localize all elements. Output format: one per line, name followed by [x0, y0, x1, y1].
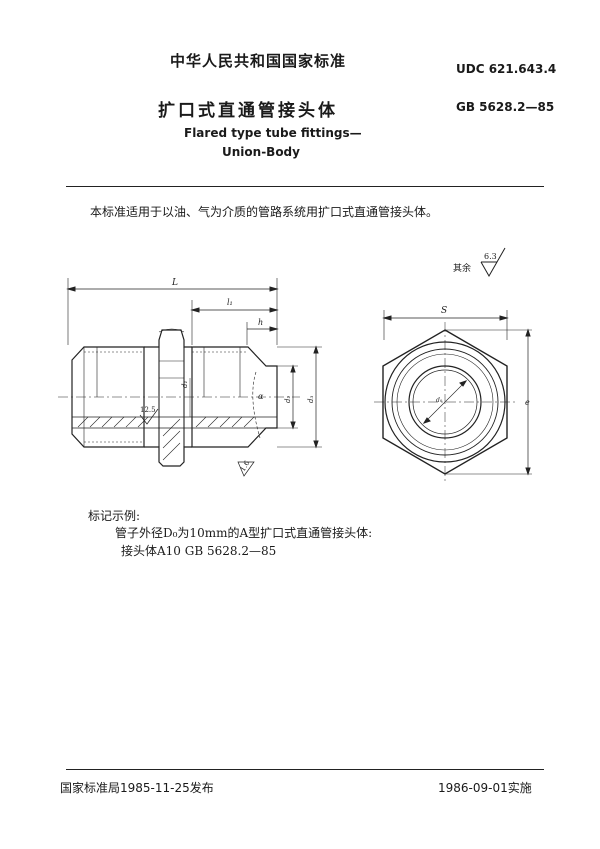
dim-e-label: e — [525, 398, 530, 407]
gb-code: GB 5628.2—85 — [456, 100, 555, 114]
roughness-1-6-label: 1.6 — [239, 459, 252, 473]
issue-date: 国家标准局1985-11-25发布 — [60, 781, 214, 795]
dim-h-label: h — [258, 318, 263, 327]
roughness-12-5-icon — [139, 408, 159, 425]
surface-rest-value: 6.3 — [484, 252, 497, 261]
roughness-12-5-label: 12.5 — [140, 406, 156, 414]
dim-d1-label: d₁ — [181, 381, 189, 388]
footer-rule — [66, 769, 544, 770]
surface-rest-label: 其余 — [453, 262, 471, 274]
roughness-symbol-icon — [480, 247, 506, 278]
scope-text: 本标准适用于以油、气为介质的管路系统用扩口式直通管接头体。 — [90, 205, 439, 219]
header-rule — [66, 186, 544, 187]
dim-d0-label: d₀ — [436, 397, 443, 404]
document-title-en-line2: Union-Body — [222, 145, 300, 159]
side-view: L l₁ h — [58, 278, 322, 477]
document-title-cn: 扩口式直通管接头体 — [158, 101, 338, 121]
udc-number: UDC 621.643.4 — [456, 62, 557, 76]
effective-date: 1986-09-01实施 — [438, 781, 532, 795]
marking-example-label: 标记示例: — [88, 509, 141, 523]
marking-example-line2: 接头体A10 GB 5628.2—85 — [121, 544, 277, 558]
surface-roughness-note: 其余 6.3 — [453, 247, 506, 278]
dim-l1-label: l₁ — [227, 298, 233, 307]
dim-S-label: S — [441, 306, 447, 316]
dim-L-label: L — [171, 278, 178, 288]
dim-d2-label: d₂ — [284, 396, 292, 403]
document-title-en-line1: Flared type tube fittings— — [184, 126, 362, 140]
standard-name: 中华人民共和国国家标准 — [170, 52, 347, 70]
roughness-1-6-icon — [237, 461, 255, 477]
dim-d3-label: d₃ — [307, 396, 315, 403]
dim-alpha-label: α — [258, 392, 264, 401]
end-view: S d₀ e — [374, 306, 532, 482]
marking-example-line1: 管子外径D₀为10mm的A型扩口式直通管接头体: — [115, 526, 373, 540]
